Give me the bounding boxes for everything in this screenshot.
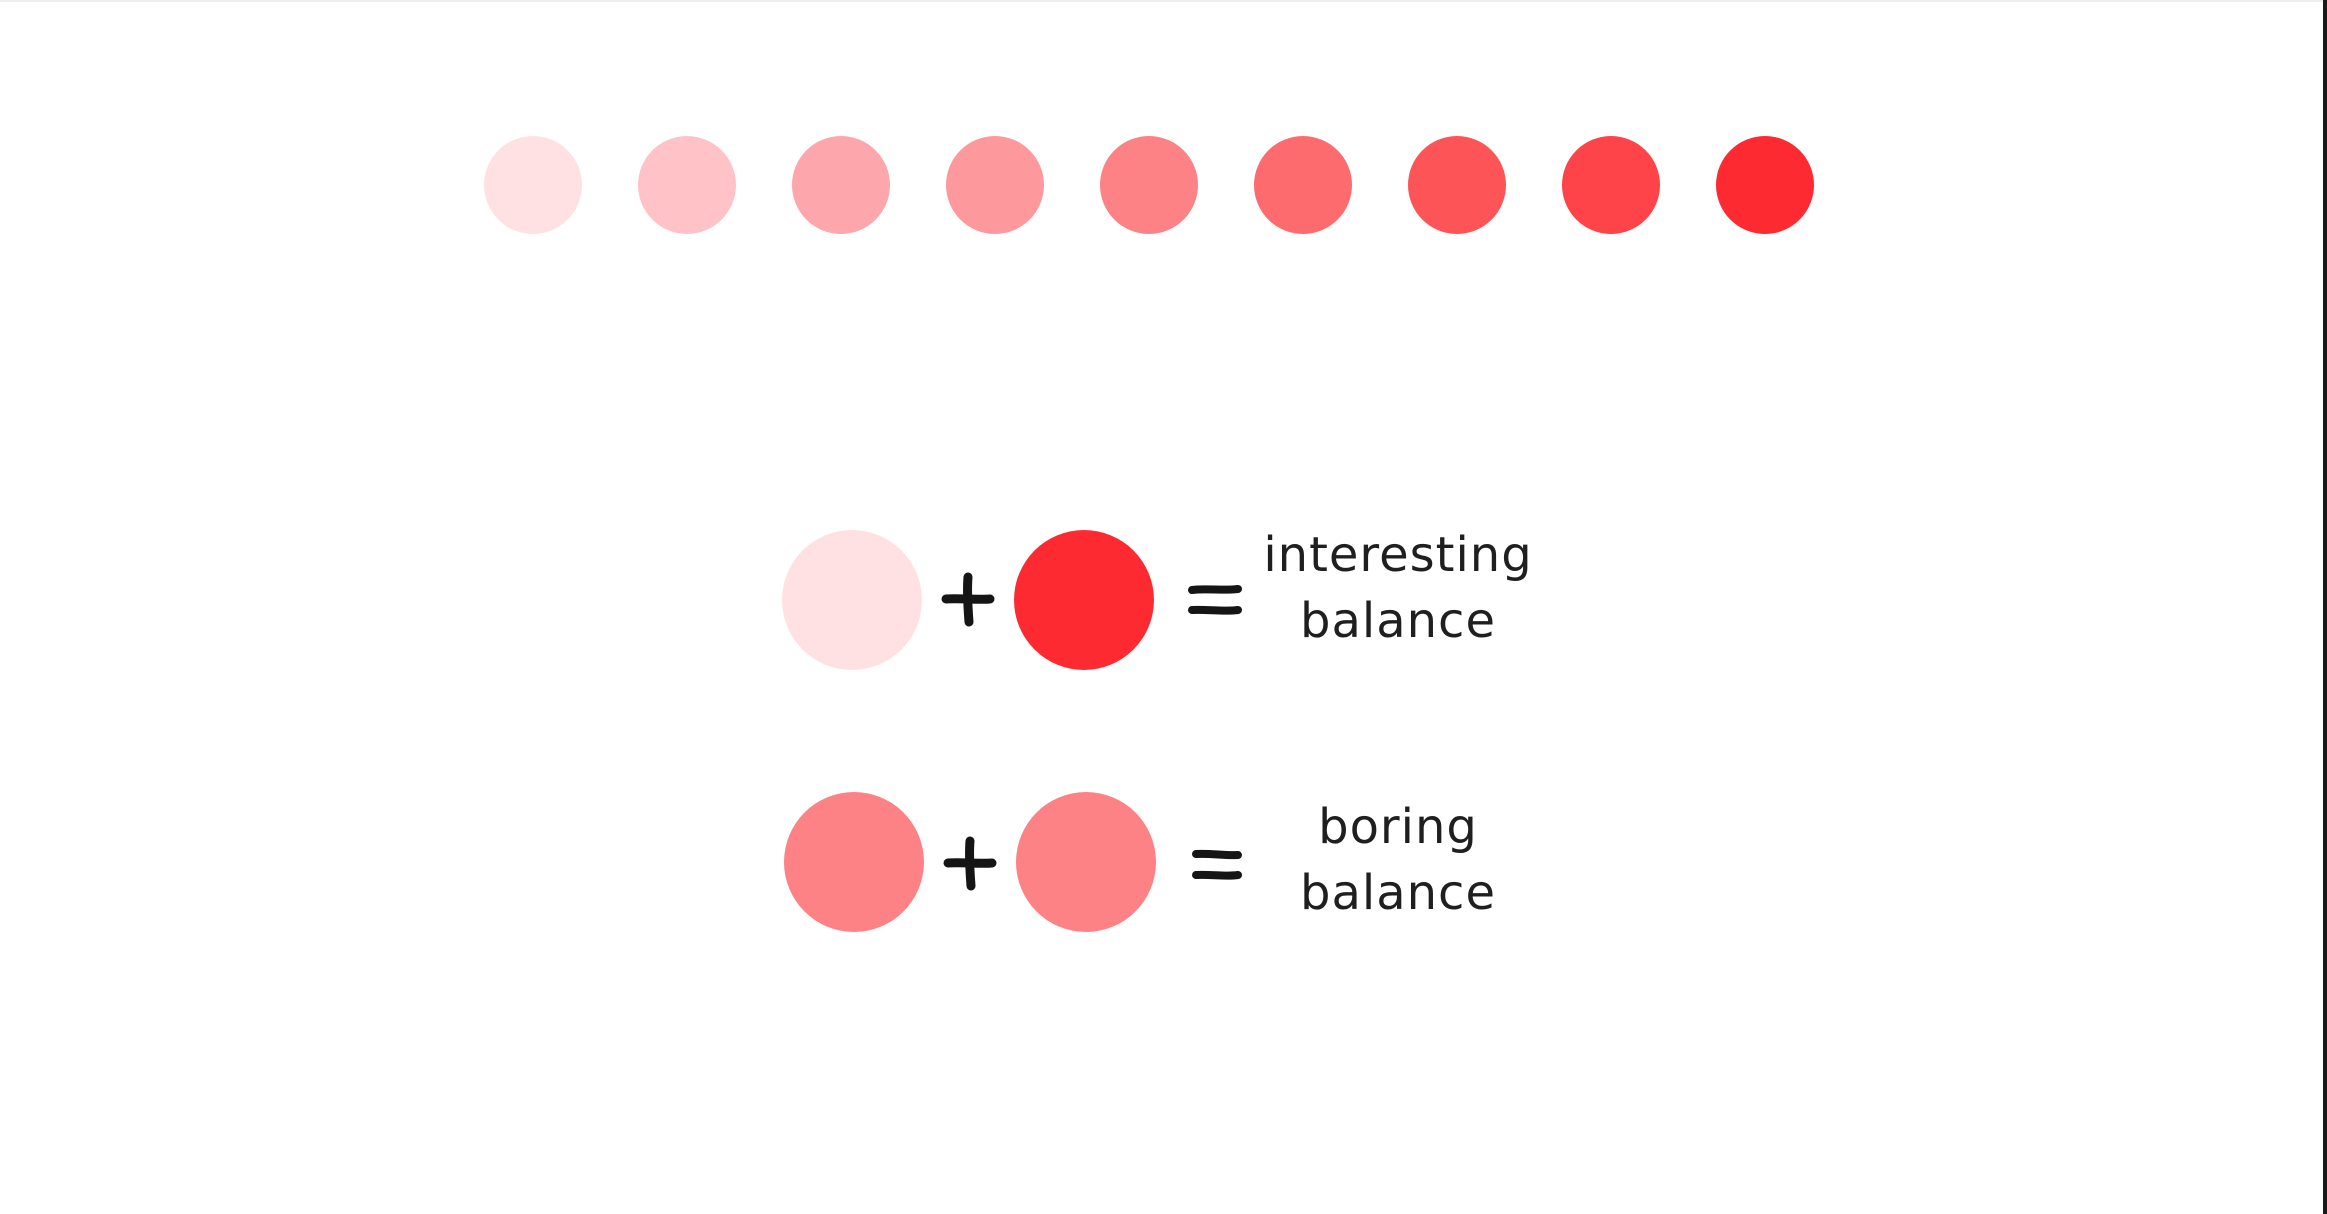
scale-swatch-3	[792, 136, 890, 234]
right-edge-border	[2323, 0, 2327, 1214]
equation-left-swatch	[782, 530, 922, 670]
equation-label: interesting balance	[1238, 522, 1558, 654]
equals-icon	[1188, 585, 1242, 615]
label-line-2: balance	[1300, 865, 1496, 921]
equation-right-swatch	[1016, 792, 1156, 932]
scale-swatch-1	[484, 136, 582, 234]
equation-label: boring balance	[1238, 794, 1558, 926]
label-line-1: boring	[1318, 799, 1478, 855]
equals-icon	[1192, 849, 1242, 880]
scale-swatch-6	[1254, 136, 1352, 234]
top-divider	[0, 0, 2327, 2]
scale-swatch-8	[1562, 136, 1660, 234]
equation-left-swatch	[784, 792, 924, 932]
plus-icon	[941, 572, 995, 627]
scale-swatch-5	[1100, 136, 1198, 234]
equation-right-swatch	[1014, 530, 1154, 670]
scale-swatch-4	[946, 136, 1044, 234]
label-line-2: balance	[1300, 593, 1496, 649]
scale-swatch-7	[1408, 136, 1506, 234]
label-line-1: interesting	[1263, 527, 1533, 583]
scale-swatch-9	[1716, 136, 1814, 234]
scale-swatch-2	[638, 136, 736, 234]
plus-icon	[943, 836, 997, 891]
